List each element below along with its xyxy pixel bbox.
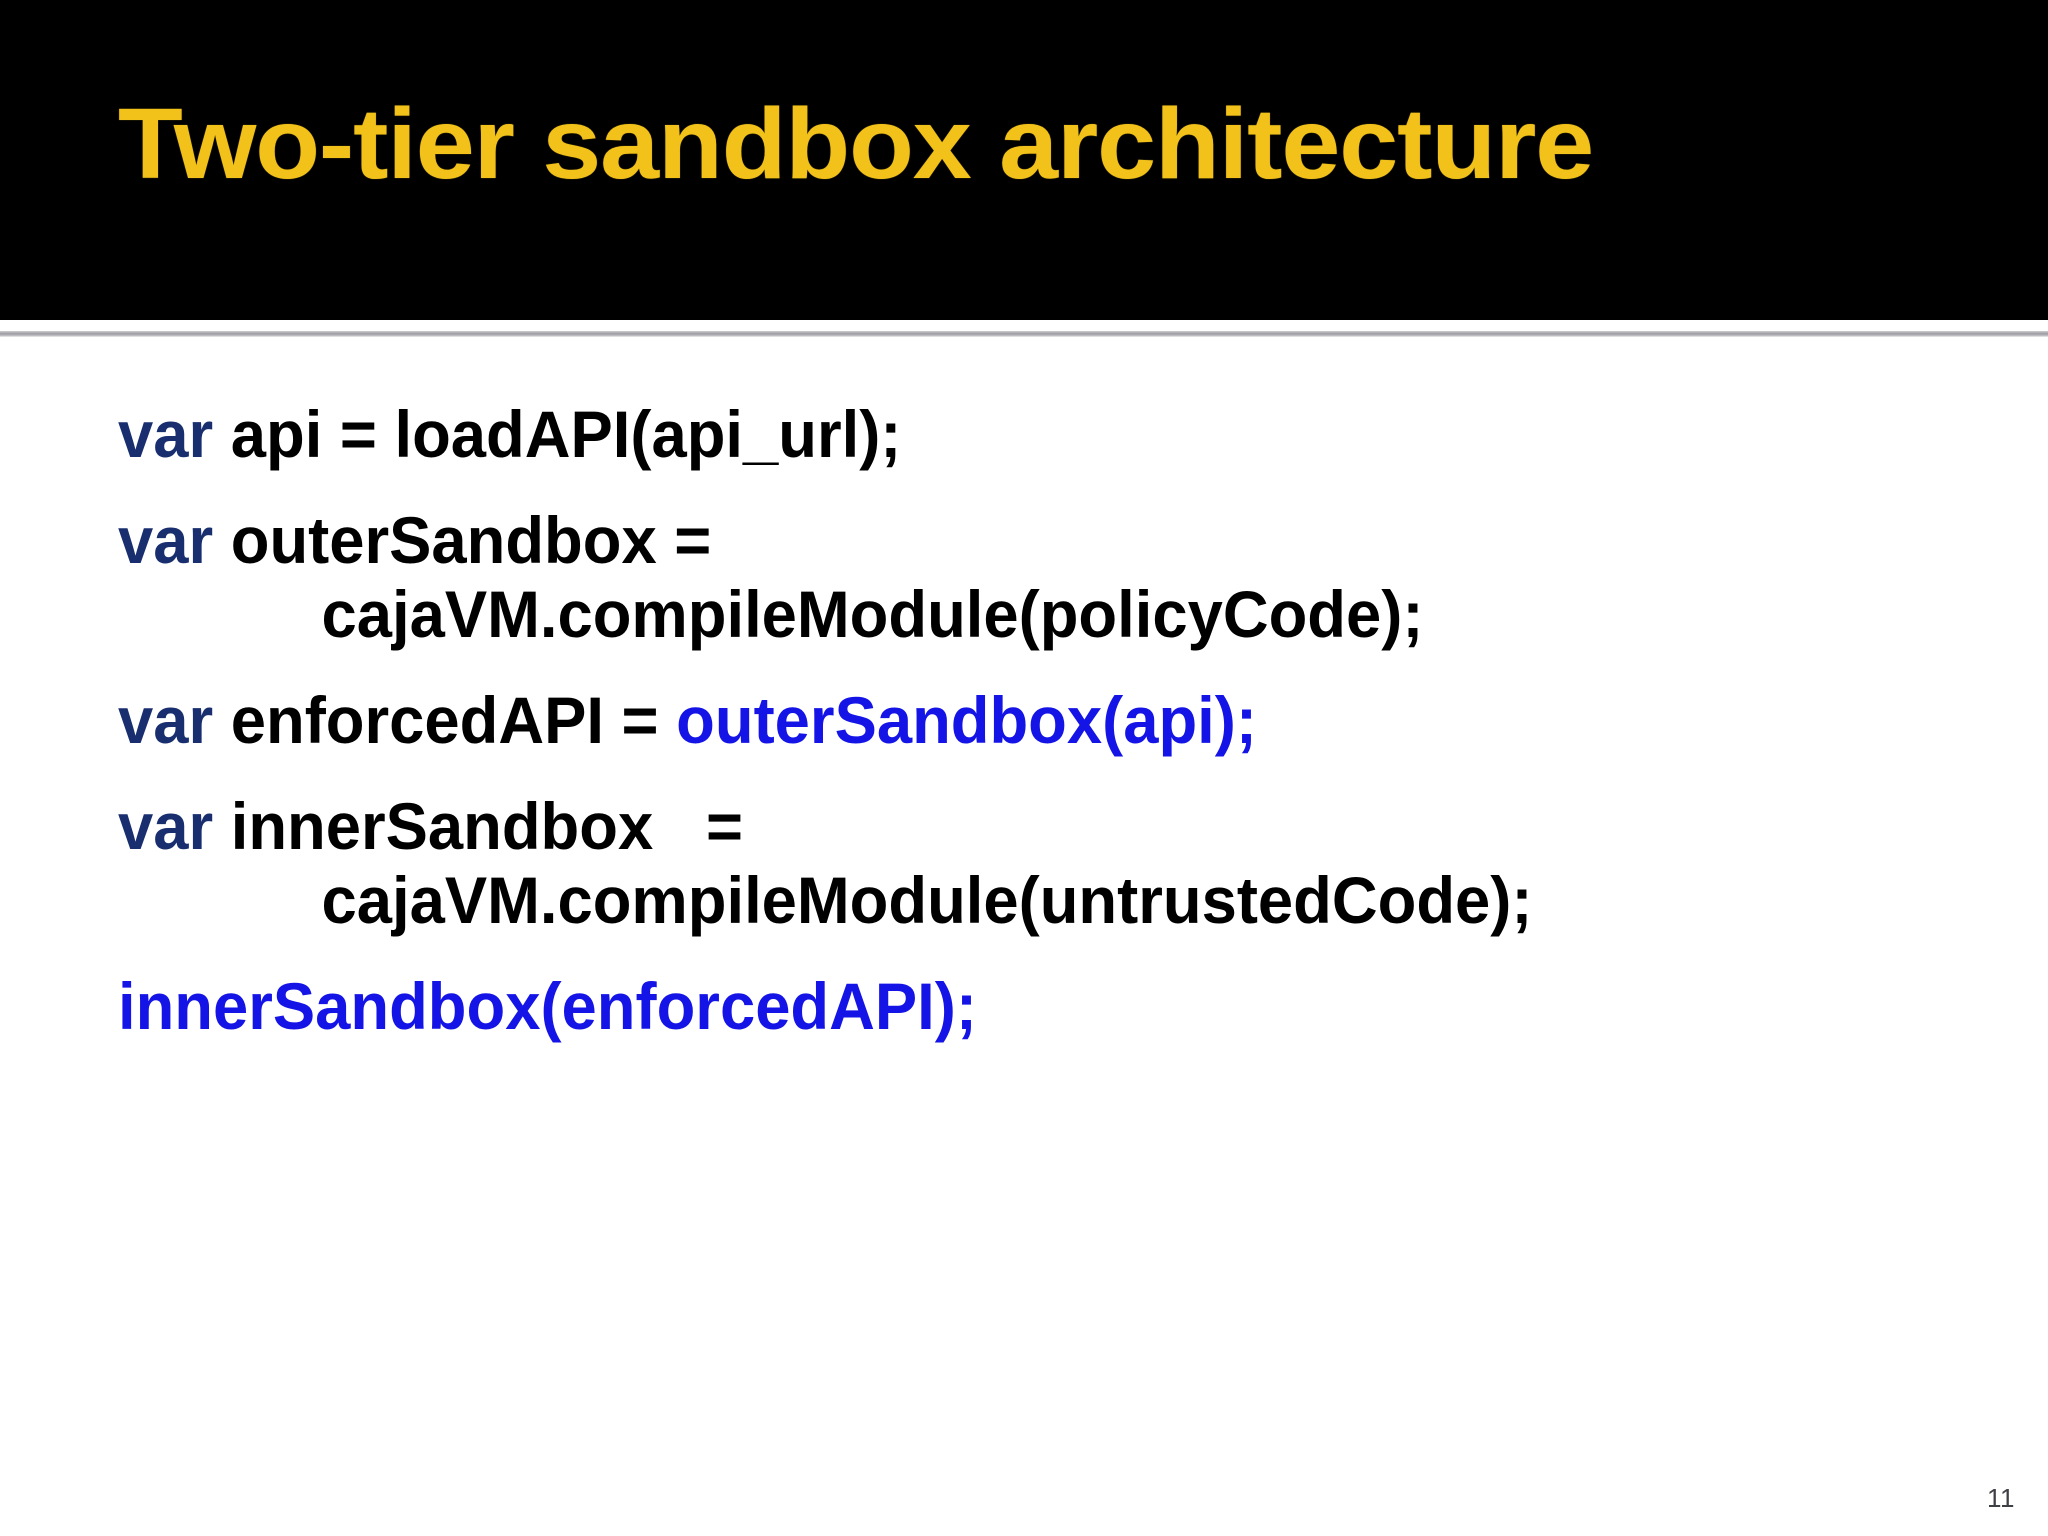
code-highlight: outerSandbox(api); — [676, 683, 1257, 757]
keyword-var: var — [118, 397, 214, 471]
keyword-var: var — [118, 683, 214, 757]
keyword-var: var — [118, 789, 214, 863]
page-number: 11 — [1987, 1483, 2015, 1513]
code-text: cajaVM.compileModule(untrustedCode); — [321, 863, 1533, 937]
code-block: var api = loadAPI(api_url); var outerSan… — [118, 397, 1988, 1075]
code-line-5: innerSandbox(enforcedAPI); — [118, 969, 1913, 1043]
code-text: enforcedAPI = — [213, 683, 677, 757]
code-line-4: var innerSandbox = — [118, 789, 1913, 863]
code-line-3: var enforcedAPI = outerSandbox(api); — [118, 683, 1913, 757]
code-line-4-continuation: cajaVM.compileModule(untrustedCode); — [118, 863, 1913, 937]
slide-body: var api = loadAPI(api_url); var outerSan… — [0, 337, 2048, 1536]
code-highlight: innerSandbox(enforcedAPI); — [118, 969, 977, 1043]
page-title: Two-tier sandbox architecture — [118, 88, 1594, 200]
title-divider-line — [0, 331, 2048, 337]
code-text: outerSandbox = — [213, 503, 712, 577]
code-line-2: var outerSandbox = — [118, 503, 1913, 577]
code-text: innerSandbox = — [213, 789, 744, 863]
code-text: api = loadAPI(api_url); — [213, 397, 902, 471]
code-text: cajaVM.compileModule(policyCode); — [321, 577, 1424, 651]
code-line-2-continuation: cajaVM.compileModule(policyCode); — [118, 577, 1913, 651]
title-divider-gap — [0, 320, 2048, 331]
keyword-var: var — [118, 503, 214, 577]
code-line-1: var api = loadAPI(api_url); — [118, 397, 1913, 471]
title-band: Two-tier sandbox architecture — [0, 0, 2048, 320]
